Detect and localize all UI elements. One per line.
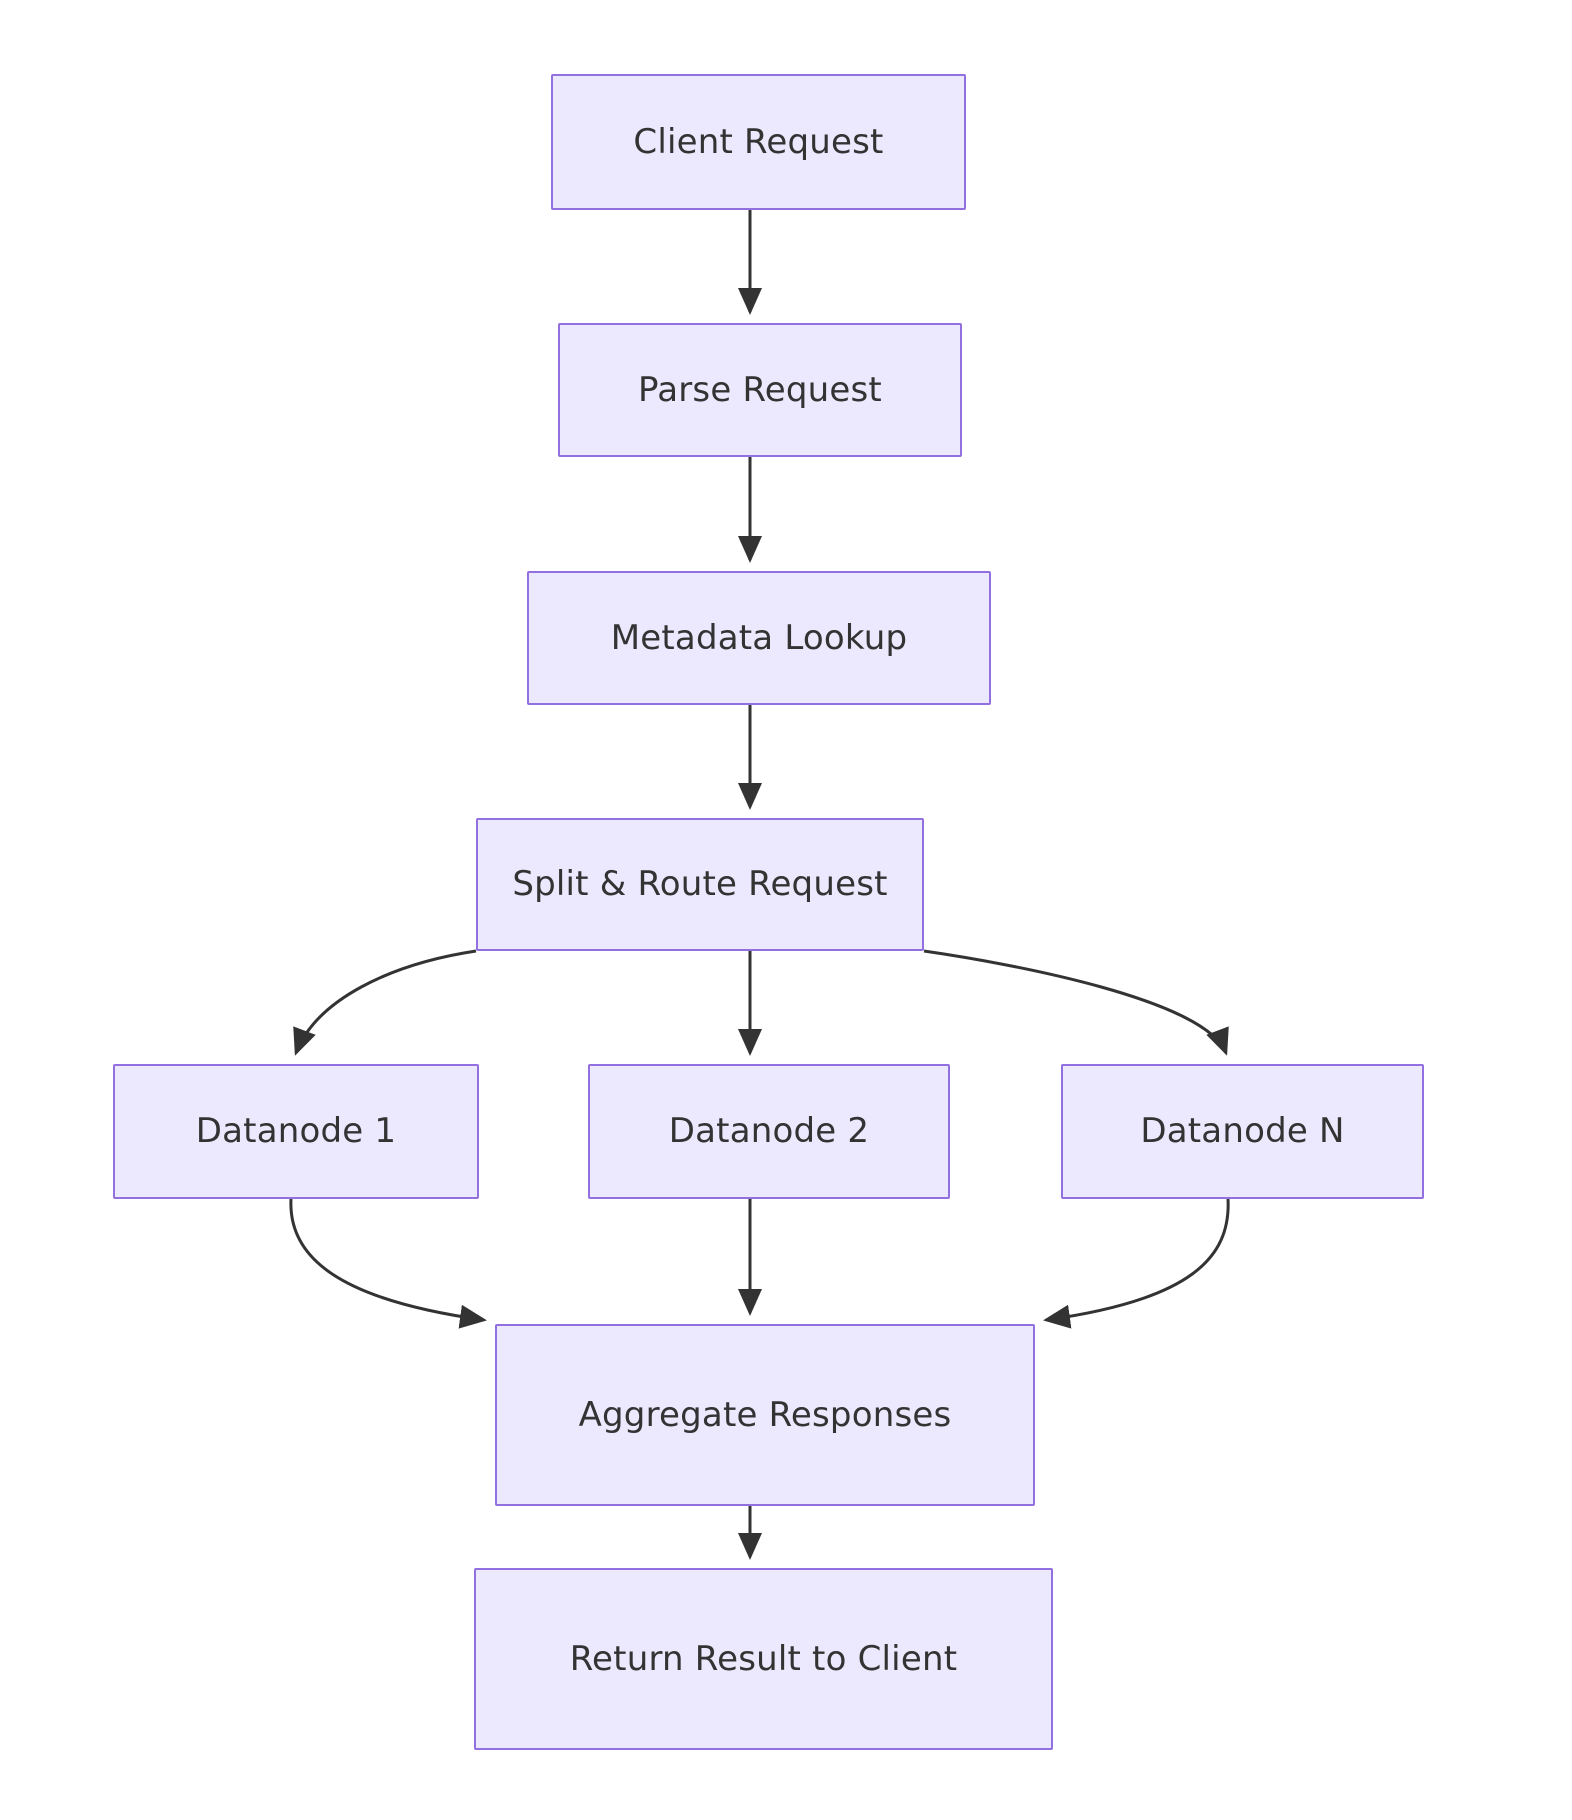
edge-split-route-to-datanode-n — [923, 949, 1229, 1056]
edge-datanode-n-to-aggregate — [1043, 1198, 1230, 1329]
edge-datanode-1-to-aggregate — [289, 1198, 487, 1329]
node-metadata-lookup-label: Metadata Lookup — [610, 617, 908, 658]
node-datanode-2[interactable]: Datanode 2 — [588, 1064, 950, 1199]
node-client-request-label: Client Request — [633, 121, 884, 162]
node-return-result-to-client-label: Return Result to Client — [569, 1638, 958, 1679]
node-split-route-request-label: Split & Route Request — [512, 864, 888, 905]
node-aggregate-responses[interactable]: Aggregate Responses — [495, 1324, 1035, 1506]
edge-split-route-to-datanode-1 — [293, 949, 477, 1056]
node-datanode-n[interactable]: Datanode N — [1061, 1064, 1424, 1199]
node-parse-request-label: Parse Request — [638, 369, 882, 410]
node-client-request[interactable]: Client Request — [551, 74, 966, 210]
node-return-result-to-client[interactable]: Return Result to Client — [474, 1568, 1053, 1750]
node-datanode-2-label: Datanode 2 — [668, 1111, 870, 1152]
node-datanode-1[interactable]: Datanode 1 — [113, 1064, 479, 1199]
node-datanode-n-label: Datanode N — [1140, 1111, 1345, 1152]
node-datanode-1-label: Datanode 1 — [195, 1111, 397, 1152]
node-metadata-lookup[interactable]: Metadata Lookup — [527, 571, 991, 705]
node-aggregate-responses-label: Aggregate Responses — [578, 1394, 952, 1435]
node-split-route-request[interactable]: Split & Route Request — [476, 818, 924, 951]
node-parse-request[interactable]: Parse Request — [558, 323, 962, 457]
